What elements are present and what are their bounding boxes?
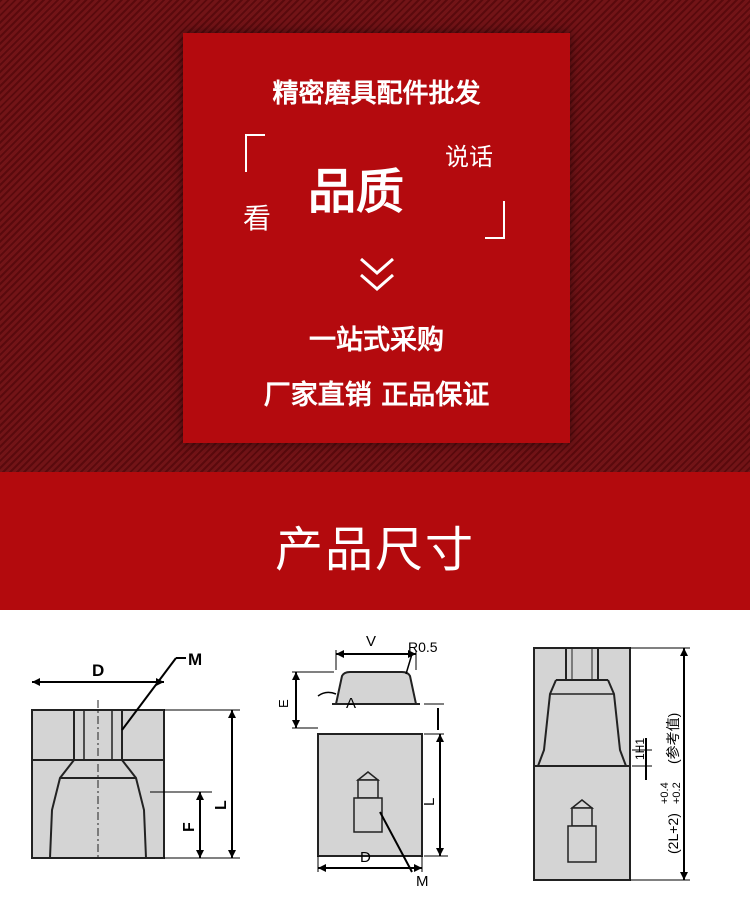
section-title: 产品尺寸 [274,522,475,578]
drawing-3-len-arrow-up [680,648,688,656]
drawing-2-label-d: D [360,849,371,866]
left-corner-bracket [245,134,265,172]
drawing-2-label-l: L [421,798,438,806]
drawing-2-e-arrow-up [292,672,300,680]
double-chevron-down-icon [360,257,394,291]
drawing-3-label-tol-upper: +0.4 [659,782,671,804]
promo-tagline-factory-direct: 厂家直销 正品保证 [263,380,490,411]
drawing-2-r-leader [405,653,413,675]
drawing-2-label-a: A [346,695,356,712]
drawing-2-d-arrow-left [318,864,326,872]
size-section-band: 产品尺寸 [0,472,750,610]
drawing-1-arrow-right [156,678,164,686]
drawing-3-pin-body [567,825,597,863]
drawing-1-label-d: D [92,661,104,680]
promo-word-look: 看 [243,202,272,235]
drawing-2-m-leader [379,811,413,873]
drawing-1-l-arrow-down [228,850,236,858]
promo-tagline-one-stop: 一站式采购 [309,325,444,356]
drawing-2-pin-head [357,779,379,799]
drawing-2-cap [334,671,418,705]
promo-panel: 精密磨具配件批发 看 品质 说话 一站式采购 厂家直销 正品保证 [183,33,570,443]
drawing-3-label-gap: 1H1 [633,738,647,760]
drawing-2-l-arrow-down [436,848,444,856]
drawing-1-label-m: M [188,650,202,669]
drawing-1-label-l: L [213,800,230,810]
drawing-3-bore [571,648,593,680]
drawing-2-label-r: R0.5 [408,639,438,655]
drawing-2-label-e: E [276,699,291,708]
dimension-drawings: D M F L [0,610,750,898]
drawing-2-v-arrow-left [336,650,344,658]
drawing-3-assembly: 1H1 (2L+2) +0.4 +0.2 (参考值) [533,647,690,881]
drawing-2-guide-pin: V R0.5 E A L [276,633,448,890]
drawing-3-shank-outline [537,648,627,767]
drawing-2-d-arrow-right [414,864,422,872]
drawing-2-label-m: M [416,873,429,890]
drawing-1-stepped-pin: D M F L [31,650,240,860]
drawing-1-f-arrow-up [196,792,204,800]
right-corner-bracket [485,201,505,239]
hero-striped-background: 精密磨具配件批发 看 品质 说话 一站式采购 厂家直销 正品保证 [0,0,750,472]
drawing-2-l-arrow-up [436,734,444,742]
drawing-3-upper-block [533,647,631,767]
drawing-3-pin-head [571,807,593,827]
drawing-2-label-v: V [366,633,376,650]
promo-word-speak: 说话 [445,143,493,171]
drawing-1-label-f: F [181,822,198,832]
drawing-1-f-arrow-down [196,850,204,858]
drawing-3-len-arrow-down [680,872,688,880]
drawing-1-m-leader [121,657,177,731]
promo-headline: 精密磨具配件批发 [272,79,481,109]
drawing-1-l-arrow-up [228,710,236,718]
drawing-2-e-arrow-down [292,720,300,728]
drawing-1-arrow-left [32,678,40,686]
drawing-3-label-length: (2L+2) [665,813,681,854]
promo-word-quality: 品质 [308,164,405,220]
drawing-3-label-ref: (参考值) [665,713,681,764]
drawing-3-label-tol-lower: +0.2 [671,782,683,804]
drawing-2-pin-body [353,797,383,833]
drawing-2-angle-arc [317,691,337,697]
